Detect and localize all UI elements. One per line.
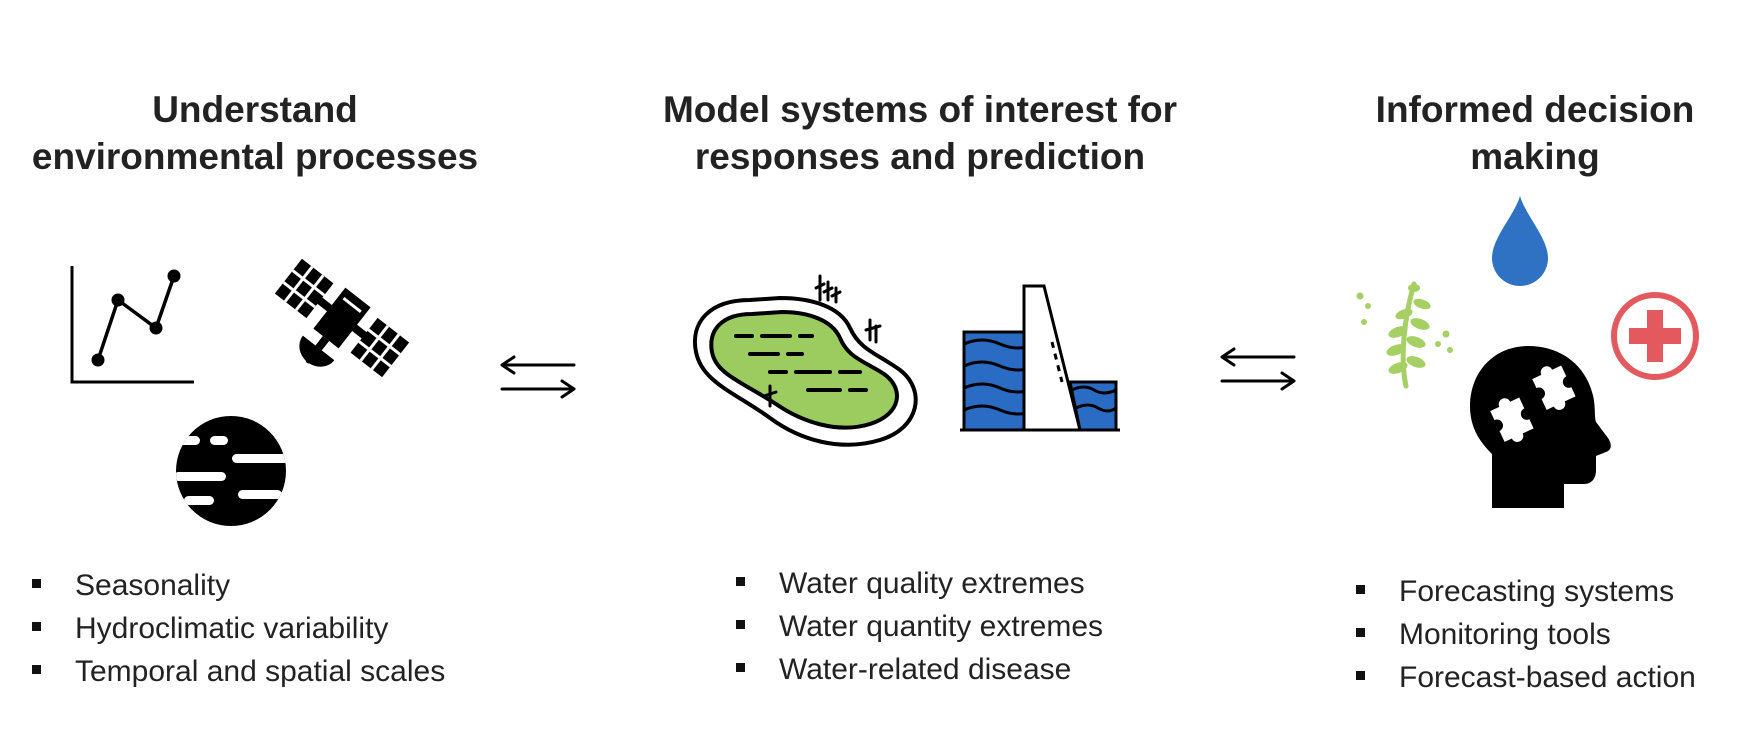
list-item: Water-related disease xyxy=(732,648,1103,691)
bidirectional-arrows-icon xyxy=(500,355,576,399)
dam-icon xyxy=(960,284,1120,432)
list-item: Water quality extremes xyxy=(732,562,1103,605)
water-drop-icon xyxy=(1492,196,1548,286)
bullet-list-model: Water quality extremes Water quantity ex… xyxy=(732,562,1103,691)
planet-icon xyxy=(176,416,286,526)
column-title-model: Model systems of interest for responses … xyxy=(620,86,1220,180)
list-item: Forecasting systems xyxy=(1352,570,1696,613)
lake-icon xyxy=(693,274,918,447)
list-item: Forecast-based action xyxy=(1352,656,1696,699)
bullet-list-understand: Seasonality Hydroclimatic variability Te… xyxy=(28,564,445,693)
column-title-understand: Understand environmental processes xyxy=(0,86,510,180)
column-title-decision: Informed decision making xyxy=(1335,86,1735,180)
list-item: Water quantity extremes xyxy=(732,605,1103,648)
list-item: Temporal and spatial scales xyxy=(28,650,445,693)
column-title-line: Model systems of interest for xyxy=(662,89,1177,130)
list-item: Hydroclimatic variability xyxy=(28,607,445,650)
bullet-list-decision: Forecasting systems Monitoring tools For… xyxy=(1352,570,1696,699)
plant-icon xyxy=(1356,281,1453,389)
list-item: Monitoring tools xyxy=(1352,613,1696,656)
bidirectional-arrows-icon xyxy=(1220,347,1296,391)
medical-cross-icon xyxy=(1611,292,1699,380)
head-puzzle-icon xyxy=(1470,346,1611,508)
column-title-line: responses and prediction xyxy=(694,136,1146,177)
column-title-line: Informed decision xyxy=(1375,89,1695,130)
list-item: Seasonality xyxy=(28,564,445,607)
column-title-line: making xyxy=(1470,136,1600,177)
column-title-line: Understand xyxy=(152,89,358,130)
column-title-line: environmental processes xyxy=(31,136,479,177)
line-chart-icon xyxy=(70,266,194,384)
satellite-icon xyxy=(274,258,410,378)
